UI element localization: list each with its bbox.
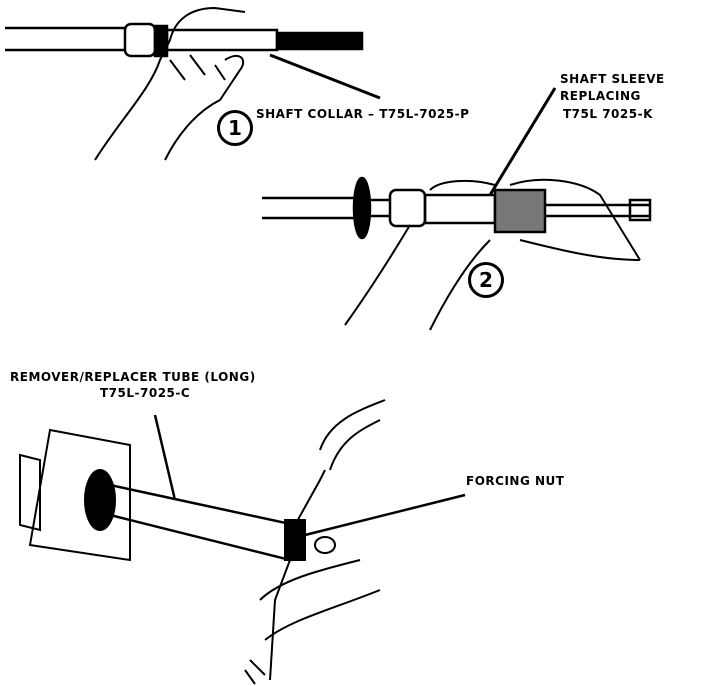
step1-hand <box>94 6 246 161</box>
tube-label-line2: T75L-7025-C <box>100 386 191 400</box>
shaft-collar-label: SHAFT COLLAR – T75L-7025-P <box>256 107 470 121</box>
step3-drawing <box>19 399 466 685</box>
tube-label-line1: REMOVER/REPLACER TUBE (LONG) <box>10 370 256 384</box>
forcing-nut-label: FORCING NUT <box>466 474 565 488</box>
step1-shaft-drawing <box>5 22 381 100</box>
step2-number-badge: 2 <box>468 262 504 298</box>
step2-hands <box>344 178 641 331</box>
shaft-sleeve-label-line1: SHAFT SLEEVE <box>560 72 665 86</box>
step1-number-badge: 1 <box>217 110 253 146</box>
shaft-sleeve-label-line3: T75L 7025-K <box>563 107 653 121</box>
step2-shaft-drawing <box>262 87 652 240</box>
shaft-sleeve-label-line2: REPLACING <box>560 89 641 103</box>
